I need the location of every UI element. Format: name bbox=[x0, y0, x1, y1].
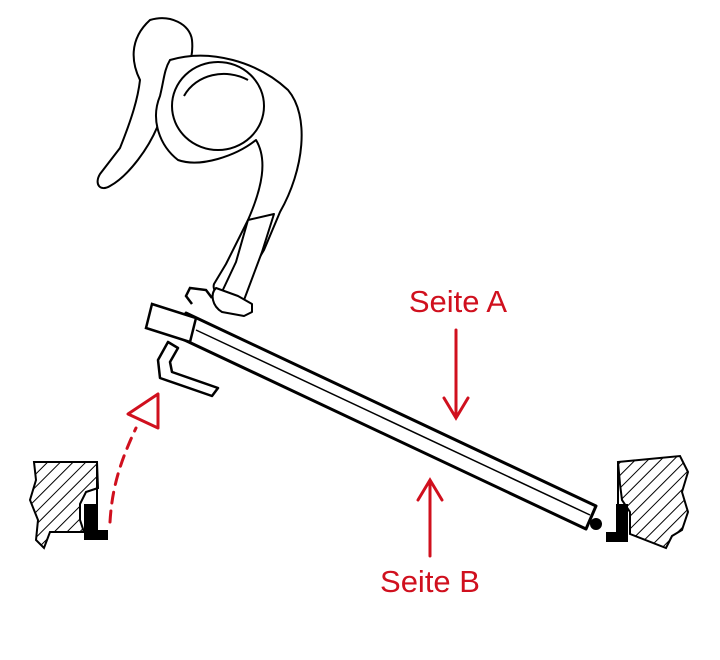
door-leaf bbox=[144, 286, 602, 531]
side-a-label: Seite A bbox=[409, 284, 508, 319]
upper-door-handle bbox=[184, 286, 213, 305]
side-a-arrow-icon bbox=[442, 328, 470, 421]
person-top-view-icon bbox=[96, 17, 303, 317]
right-wall-section bbox=[606, 454, 690, 550]
lower-door-handle bbox=[156, 340, 220, 398]
dashed-curved-arrow-icon bbox=[108, 392, 160, 524]
side-b-arrow-icon bbox=[416, 477, 444, 558]
hinge-pin-icon bbox=[590, 518, 602, 530]
side-b-label: Seite B bbox=[380, 564, 480, 599]
left-wall-section bbox=[28, 461, 108, 550]
